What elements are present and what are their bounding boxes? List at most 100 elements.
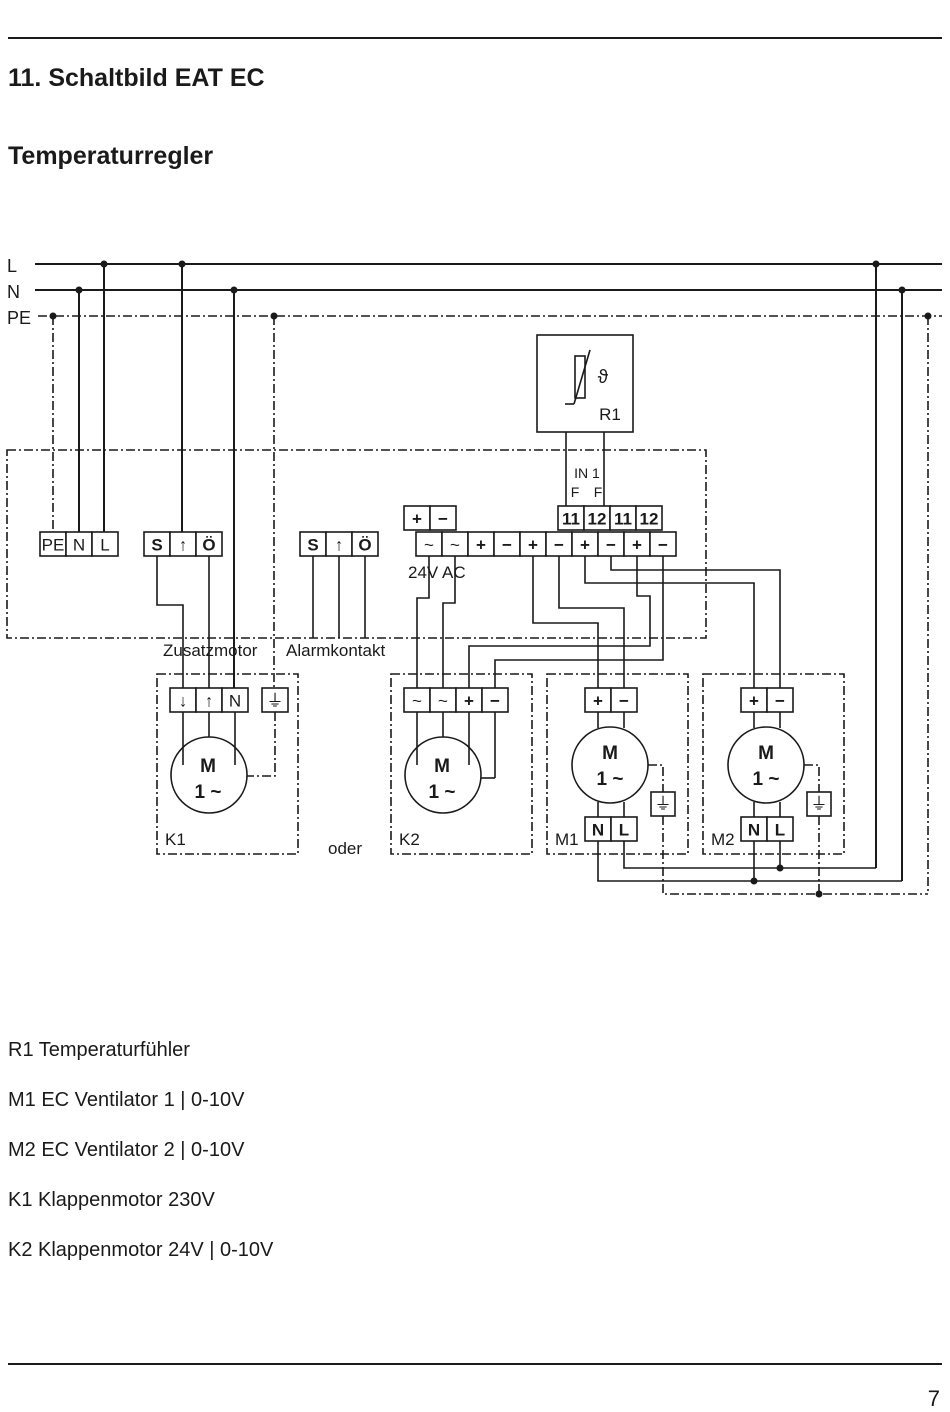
m2-ground-icon: ⏚ (811, 795, 828, 814)
svg-text:12: 12 (588, 510, 607, 529)
label-zusatzmotor: Zusatzmotor (163, 641, 258, 660)
svg-text:12: 12 (640, 510, 659, 529)
svg-text:−: − (502, 536, 512, 555)
svg-text:N: N (229, 692, 241, 711)
sensor-label: R1 (599, 405, 621, 424)
svg-text:−: − (438, 510, 448, 529)
m1-ec-fan: + − M 1 ~ N L ⏚ M1 (546, 673, 689, 855)
svg-text:↑: ↑ (335, 536, 344, 555)
svg-text:−: − (606, 536, 616, 555)
terminal-block-mains: PE N L (39, 531, 119, 557)
svg-text:~: ~ (438, 692, 448, 711)
top-rule (8, 37, 942, 39)
f-label-1: F (571, 484, 580, 500)
svg-text:11: 11 (614, 510, 632, 529)
wire-m1-plus (532, 556, 599, 688)
svg-text:Ö: Ö (358, 536, 371, 555)
terminal-pe: PE (42, 536, 65, 555)
m2-label: M2 (711, 830, 735, 849)
page-number: 7 (927, 1386, 940, 1411)
section-subtitle: Temperaturregler (8, 142, 214, 170)
svg-text:1 ~: 1 ~ (597, 769, 624, 790)
m1-ground-icon: ⏚ (655, 795, 672, 814)
wire-m2-minus (610, 556, 781, 688)
svg-text:−: − (619, 692, 629, 711)
terminal-block-sensor: 11 12 11 12 (557, 505, 663, 531)
sensor-housing (536, 334, 634, 433)
svg-text:~: ~ (412, 692, 422, 711)
wire-ac2-k2 (442, 556, 456, 688)
controller-boundary (6, 449, 707, 639)
terminal-block-zusatzmotor: S ↑ Ö (143, 531, 223, 557)
svg-text:1 ~: 1 ~ (195, 782, 222, 803)
svg-text:11: 11 (562, 510, 580, 529)
fan-mains-wires (597, 816, 928, 898)
section-title: 11. Schaltbild EAT EC (8, 64, 265, 92)
k1-damper-motor: ↓ ↑ N ⏚ M 1 ~ K1 (156, 673, 299, 855)
svg-text:+: + (464, 692, 474, 711)
bus-label-l: L (7, 256, 17, 276)
terminal-block-top-small: + − (403, 505, 457, 531)
wire-plus-k2 (468, 556, 651, 688)
legend-item-m2: M2 EC Ventilator 2 | 0-10V (8, 1139, 245, 1161)
svg-text:−: − (775, 692, 785, 711)
svg-text:L: L (775, 821, 785, 840)
k1-label: K1 (165, 830, 186, 849)
svg-text:↑: ↑ (205, 692, 214, 711)
oder-label: oder (328, 839, 362, 858)
thermistor-symbol (574, 355, 586, 399)
svg-text:M: M (200, 756, 216, 777)
legend-item-k1: K1 Klappenmotor 230V (8, 1189, 215, 1211)
svg-text:~: ~ (424, 536, 434, 555)
svg-text:+: + (528, 536, 538, 555)
bottom-rule (8, 1363, 942, 1365)
svg-text:N: N (592, 821, 604, 840)
svg-text:L: L (619, 821, 629, 840)
supply-label: 24V AC (408, 563, 466, 582)
svg-text:Ö: Ö (202, 536, 215, 555)
theta-symbol: ϑ (598, 367, 609, 388)
wire-s-k1 (156, 556, 184, 688)
svg-text:M: M (758, 743, 774, 764)
svg-text:+: + (580, 536, 590, 555)
svg-text:+: + (632, 536, 642, 555)
wiring-diagram: .w { stroke: #1a1a1a; stroke-width: 2; f… (6, 256, 942, 898)
input-label: IN 1 (574, 465, 600, 481)
wire-ac1-k2 (416, 556, 430, 688)
m2-motor-symbol (727, 726, 805, 804)
ground-icon: ⏚ (267, 692, 284, 711)
terminal-l: L (100, 536, 109, 555)
svg-text:+: + (412, 510, 422, 529)
legend-item-k2: K2 Klappenmotor 24V | 0-10V (8, 1239, 274, 1261)
controller-feed-wires (49, 260, 932, 894)
svg-text:+: + (476, 536, 486, 555)
k2-label: K2 (399, 830, 420, 849)
bus-label-pe: PE (7, 308, 31, 328)
svg-text:M: M (434, 756, 450, 777)
legend-item-m1: M1 EC Ventilator 1 | 0-10V (8, 1089, 245, 1111)
legend: R1 Temperaturfühler M1 EC Ventilator 1 |… (8, 1037, 273, 1287)
svg-text:1 ~: 1 ~ (753, 769, 780, 790)
svg-text:+: + (593, 692, 603, 711)
wire-minus-k2 (494, 556, 664, 688)
svg-text:M: M (602, 743, 618, 764)
m1-motor-symbol (571, 726, 649, 804)
terminal-block-alarm: S ↑ Ö (299, 531, 379, 557)
terminal-n: N (73, 536, 85, 555)
m2-ec-fan: + − M 1 ~ N L ⏚ M2 (702, 673, 845, 855)
wire-m1-minus (558, 556, 625, 688)
svg-text:−: − (490, 692, 500, 711)
sensor-r1: ϑ R1 IN 1 F F (536, 334, 634, 506)
svg-text:S: S (307, 536, 318, 555)
m1-label: M1 (555, 830, 579, 849)
alarm-wires (312, 556, 366, 638)
svg-text:+: + (749, 692, 759, 711)
svg-text:−: − (554, 536, 564, 555)
label-alarmkontakt: Alarmkontakt (286, 641, 385, 660)
f-label-2: F (594, 484, 603, 500)
svg-text:N: N (748, 821, 760, 840)
terminal-block-outputs: ~ ~ + − + − + − + − (415, 531, 677, 557)
k2-damper-motor: ~ ~ + − M 1 ~ K2 (390, 673, 533, 855)
legend-item-r1: R1 Temperaturfühler (8, 1039, 190, 1061)
svg-text:↑: ↑ (179, 536, 188, 555)
